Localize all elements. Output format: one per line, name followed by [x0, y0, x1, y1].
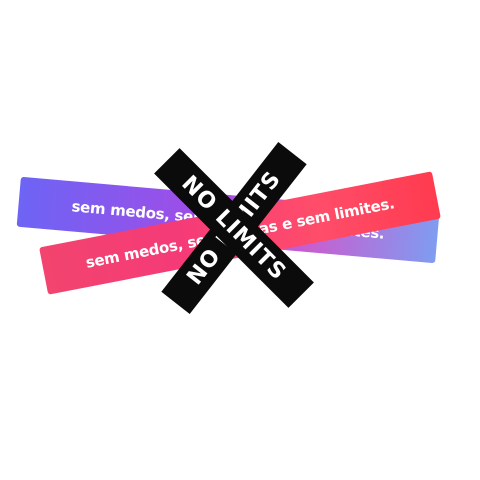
sticker-canvas: sem medos, sem culpas e sem limites. sem…	[16, 142, 441, 314]
